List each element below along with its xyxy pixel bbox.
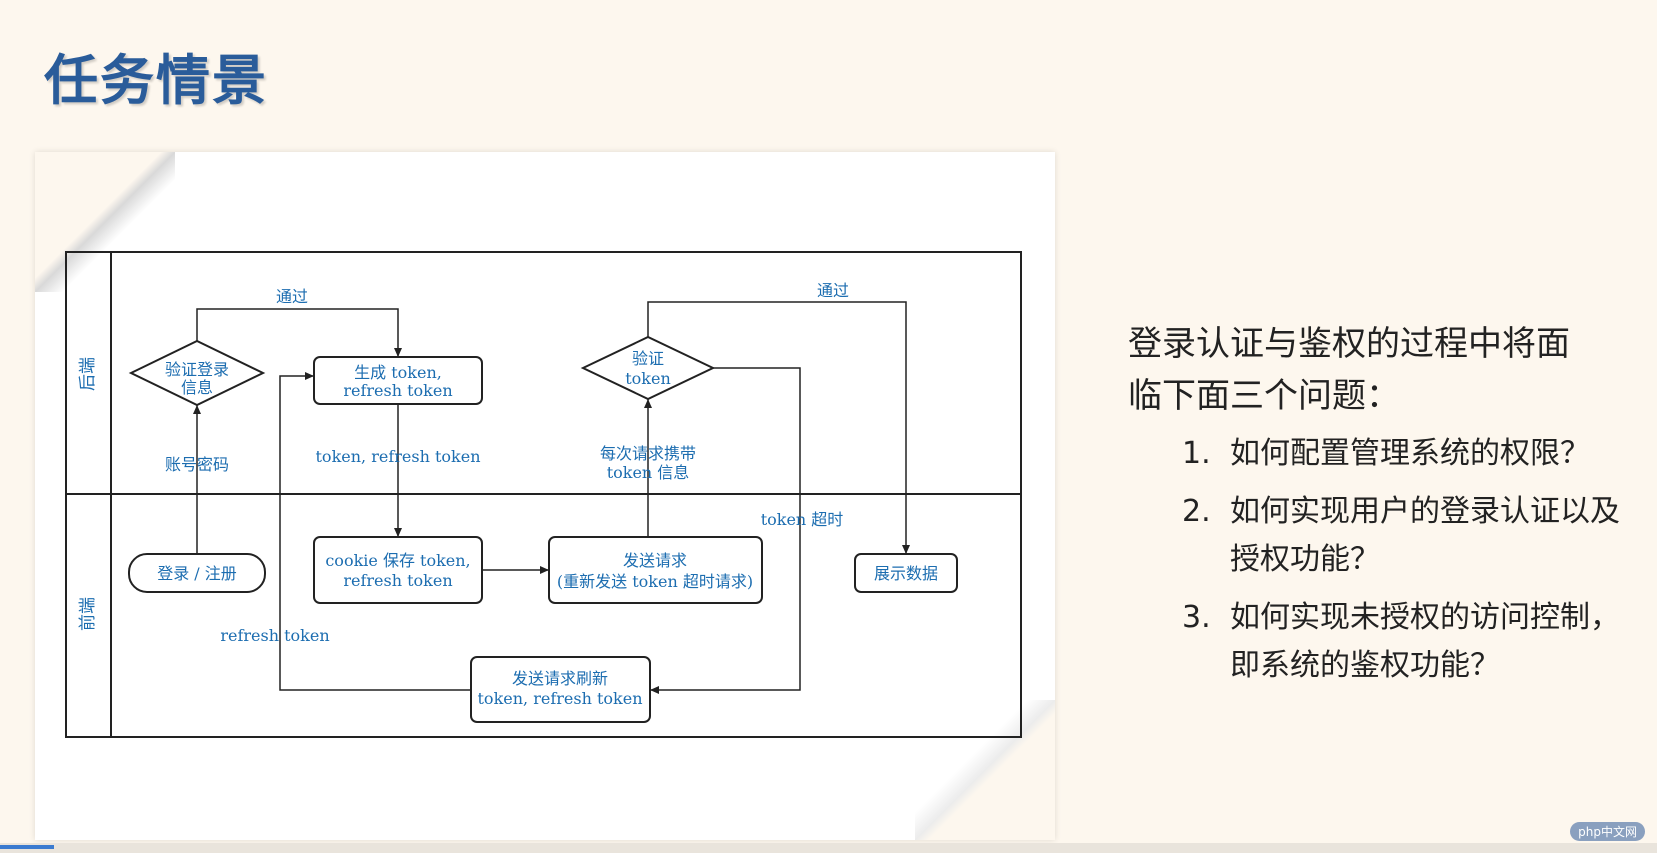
node-verify-login-line1: 验证登录: [165, 360, 229, 379]
node-verify-token-line2: token: [625, 369, 671, 388]
node-verify-token-line1: 验证: [632, 349, 664, 368]
page-curl-bottom-right: [915, 700, 1055, 840]
node-refresh-request-line2: token, refresh token: [478, 689, 643, 708]
lane-label-backend: 后端: [78, 357, 98, 391]
node-cookie-save-line2: refresh token: [343, 571, 452, 590]
node-refresh-request-line1: 发送请求刷新: [512, 669, 608, 688]
edge-verify-token-to-show-data: [647, 301, 910, 554]
decision-verify-login: [128, 339, 266, 407]
label-pass-2: 通过: [817, 281, 849, 300]
lane-label-frontend: 前端: [78, 597, 98, 631]
question-item: 2. 如何实现用户的登录认证以及授权功能？: [1182, 488, 1632, 584]
process-cookie-save: [313, 536, 483, 604]
question-list: 1. 如何配置管理系统的权限？ 2. 如何实现用户的登录认证以及授权功能？ 3.…: [1182, 430, 1632, 700]
label-token-refresh: token, refresh token: [316, 447, 481, 466]
slide-title: 任务情景: [44, 49, 268, 112]
node-send-request-line1: 发送请求: [623, 551, 687, 570]
node-gen-token-line2: refresh token: [343, 381, 452, 400]
edge-verify-to-gen-token: [196, 308, 402, 357]
label-token-timeout: token 超时: [761, 510, 844, 529]
node-verify-login-line2: 信息: [181, 378, 213, 397]
video-progress-track[interactable]: [0, 843, 1657, 853]
label-each-request-line2: token 信息: [607, 463, 690, 482]
decision-verify-token: [580, 335, 716, 401]
node-cookie-save-line1: cookie 保存 token,: [325, 551, 470, 570]
label-each-request-line1: 每次请求携带: [600, 444, 696, 463]
question-item: 3. 如何实现未授权的访问控制，即系统的鉴权功能？: [1182, 594, 1632, 690]
label-account-password: 账号密码: [165, 455, 229, 474]
question-text: 如何配置管理系统的权限？: [1230, 436, 1590, 471]
page-curl-top-left: [35, 152, 175, 292]
node-show-data: 展示数据: [874, 564, 938, 583]
video-progress-fill: [0, 845, 54, 849]
edge-refresh-to-gen-token: [279, 372, 471, 691]
process-send-request: [548, 536, 763, 604]
node-gen-token-line1: 生成 token,: [354, 363, 442, 382]
edge-token-timeout: [650, 367, 801, 694]
question-number: 3.: [1182, 600, 1211, 635]
site-watermark: php中文网: [1570, 822, 1645, 841]
question-number: 2.: [1182, 494, 1211, 529]
node-send-request-line2: (重新发送 token 超时请求): [557, 572, 753, 591]
question-number: 1.: [1182, 436, 1211, 471]
node-login-register: 登录 / 注册: [157, 564, 237, 583]
label-refresh-token: refresh token: [220, 626, 329, 645]
question-text: 如何实现用户的登录认证以及授权功能？: [1230, 494, 1620, 577]
question-item: 1. 如何配置管理系统的权限？: [1182, 430, 1632, 478]
side-intro-text: 登录认证与鉴权的过程中将面临下面三个问题：: [1128, 324, 1570, 416]
question-text: 如何实现未授权的访问控制，即系统的鉴权功能？: [1230, 600, 1620, 683]
diagram-card: [35, 152, 1055, 840]
label-pass-1: 通过: [276, 287, 308, 306]
